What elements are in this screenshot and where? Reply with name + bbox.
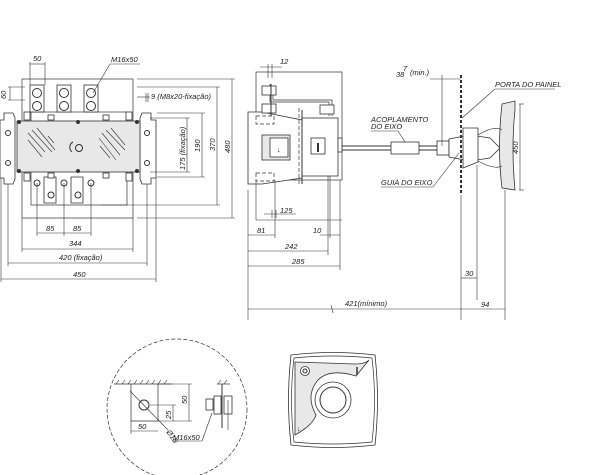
- dim-344: 344: [69, 239, 82, 248]
- dim-7: 7: [403, 64, 408, 73]
- dim-370: 370: [208, 138, 217, 151]
- dim-12: 12: [280, 57, 289, 66]
- shaft-coupling: [390, 141, 420, 155]
- dim-81: 81: [257, 226, 265, 235]
- front-view: 50 M16x50 60 9 (M8x20-fixação) 175 (fixa…: [0, 54, 235, 282]
- dim-480: 480: [223, 140, 232, 153]
- dim-420: 420 (fixação): [59, 253, 103, 262]
- min-label: (min.): [410, 68, 430, 77]
- coupling-label-2: DO EIXO: [371, 122, 402, 131]
- detail-dim-25: 25: [164, 410, 173, 420]
- dim-50: 50: [33, 54, 42, 63]
- dim-285: 285: [291, 257, 305, 266]
- off-symbol: ↓: [297, 424, 301, 433]
- dim-450: 450: [73, 270, 86, 279]
- dim-38: 38: [396, 70, 405, 79]
- fixing-screw-label: 9 (M8x20-fixação): [151, 92, 212, 101]
- shaft-guide-label: GUIA DO EIXO: [381, 178, 433, 187]
- detail-dim-50-height: 50: [180, 395, 189, 404]
- dim-60: 60: [0, 90, 8, 99]
- dim-125: 125: [280, 206, 293, 215]
- coupling-label-1: ACOPLAMENTO: [370, 115, 429, 124]
- dim-421: 421(mínimo): [345, 299, 388, 308]
- right-mounting-ear: [139, 112, 157, 185]
- dim-94: 94: [481, 300, 489, 309]
- dim-190: 190: [193, 139, 202, 152]
- panel-door-label: PORTA DO PAINEL: [495, 80, 561, 89]
- hatch-left: [27, 127, 126, 161]
- dim-242: 242: [284, 242, 298, 251]
- handle-front-view: ↓: [288, 352, 378, 448]
- dim-85-a: 85: [46, 224, 55, 233]
- detail-bolt-label: M16x50: [173, 433, 201, 442]
- top-terminals: [23, 84, 133, 121]
- detail-view: 50 25 50 Ø18 M16x50: [106, 338, 248, 475]
- dim-30: 30: [465, 269, 474, 278]
- handle-side: [499, 100, 516, 191]
- detail-dim-50-width: 50: [138, 422, 147, 431]
- left-mounting-ear: [0, 112, 16, 185]
- dim-10: 10: [313, 226, 322, 235]
- side-view: ↓ 12 38 7 (min.) PORTA DO PAINEL ACOPLAM…: [247, 57, 561, 320]
- rotation-arrow-icon: [69, 141, 74, 153]
- bolt-label: M16x50: [111, 55, 139, 64]
- handle-length-dim: 450: [511, 141, 520, 154]
- dim-175: 175 (fixação): [178, 126, 187, 170]
- bottom-terminals: [23, 172, 133, 204]
- off-arrow-icon: ↓: [277, 145, 281, 154]
- switch-body: [16, 120, 141, 173]
- dim-85-b: 85: [73, 224, 82, 233]
